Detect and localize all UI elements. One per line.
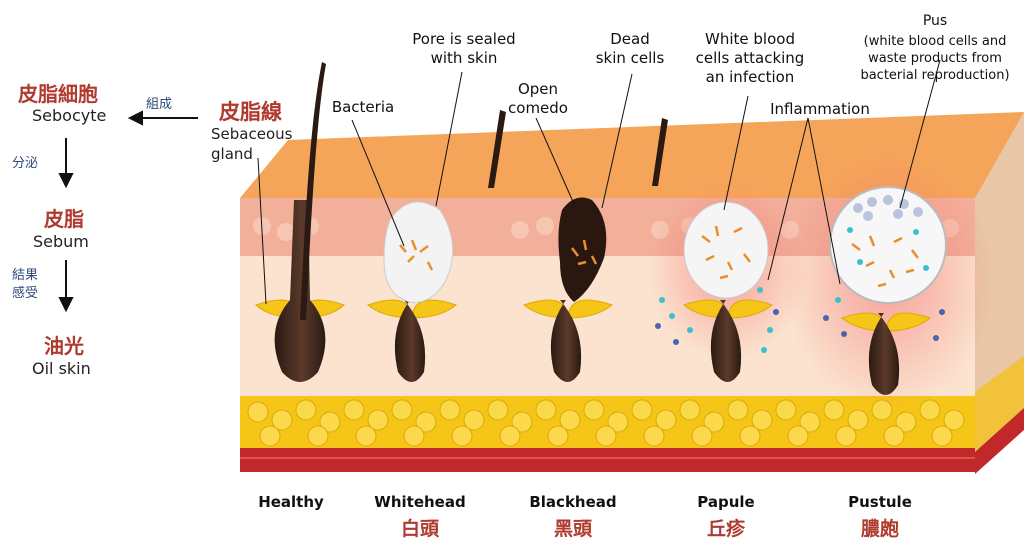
flow-arrows (58, 110, 198, 313)
arrow-label-result-1: 結果 (12, 268, 39, 283)
sebum-zh: 皮脂 (44, 207, 84, 231)
follicle-papule (655, 201, 779, 382)
sebocyte-en: Sebocyte (32, 106, 107, 125)
muscle-layer (240, 448, 975, 472)
stage-papule-en: Papule (697, 493, 755, 511)
stage-pustule-zh: 膿皰 (860, 518, 899, 540)
oil-zh: 油光 (44, 334, 84, 358)
label-dead-cells-2: skin cells (595, 49, 665, 67)
follicle-healthy (255, 62, 345, 382)
label-pore-sealed-2: with skin (430, 49, 498, 67)
label-pus-title: Pus (922, 13, 948, 29)
label-open-comedo-2: comedo (508, 99, 568, 117)
label-pus-2: waste products from (868, 51, 1002, 66)
gland-en-2: gland (211, 145, 253, 163)
oil-en: Oil skin (32, 359, 91, 378)
label-wbc-3: an infection (705, 68, 795, 86)
arrow-label-secrete: 分泌 (12, 156, 39, 171)
stage-papule-zh: 丘疹 (706, 518, 745, 540)
label-pus-1: (white blood cells and (863, 34, 1007, 49)
label-bacteria: Bacteria (331, 98, 395, 116)
follicle-pustule (823, 186, 947, 395)
label-inflammation: Inflammation (770, 100, 870, 118)
stage-healthy-en: Healthy (258, 493, 324, 511)
label-wbc-1: White blood (705, 30, 795, 48)
label-pus-3: bacterial reproduction) (860, 68, 1010, 83)
follicle-blackhead (488, 110, 668, 382)
stage-whitehead-en: Whitehead (374, 493, 466, 511)
label-dead-cells-1: Dead (610, 30, 650, 48)
gland-zh: 皮脂線 (219, 99, 282, 124)
label-open-comedo-1: Open (517, 80, 559, 98)
label-wbc-2: cells attacking (695, 49, 805, 67)
label-pore-sealed-1: Pore is sealed (412, 30, 516, 48)
stage-blackhead-en: Blackhead (529, 493, 617, 511)
stage-whitehead-zh: 白頭 (400, 518, 439, 540)
arrow-label-result-2: 感受 (12, 286, 39, 301)
gland-en-1: Sebaceous (211, 125, 293, 143)
arrow-label-composed: 組成 (146, 97, 173, 112)
callout-lines (257, 59, 941, 305)
stage-blackhead-zh: 黑頭 (553, 518, 592, 540)
sebocyte-zh: 皮脂細胞 (18, 82, 98, 106)
follicle-whitehead (366, 201, 458, 382)
sebum-en: Sebum (33, 232, 89, 251)
stage-pustule-en: Pustule (848, 493, 912, 511)
